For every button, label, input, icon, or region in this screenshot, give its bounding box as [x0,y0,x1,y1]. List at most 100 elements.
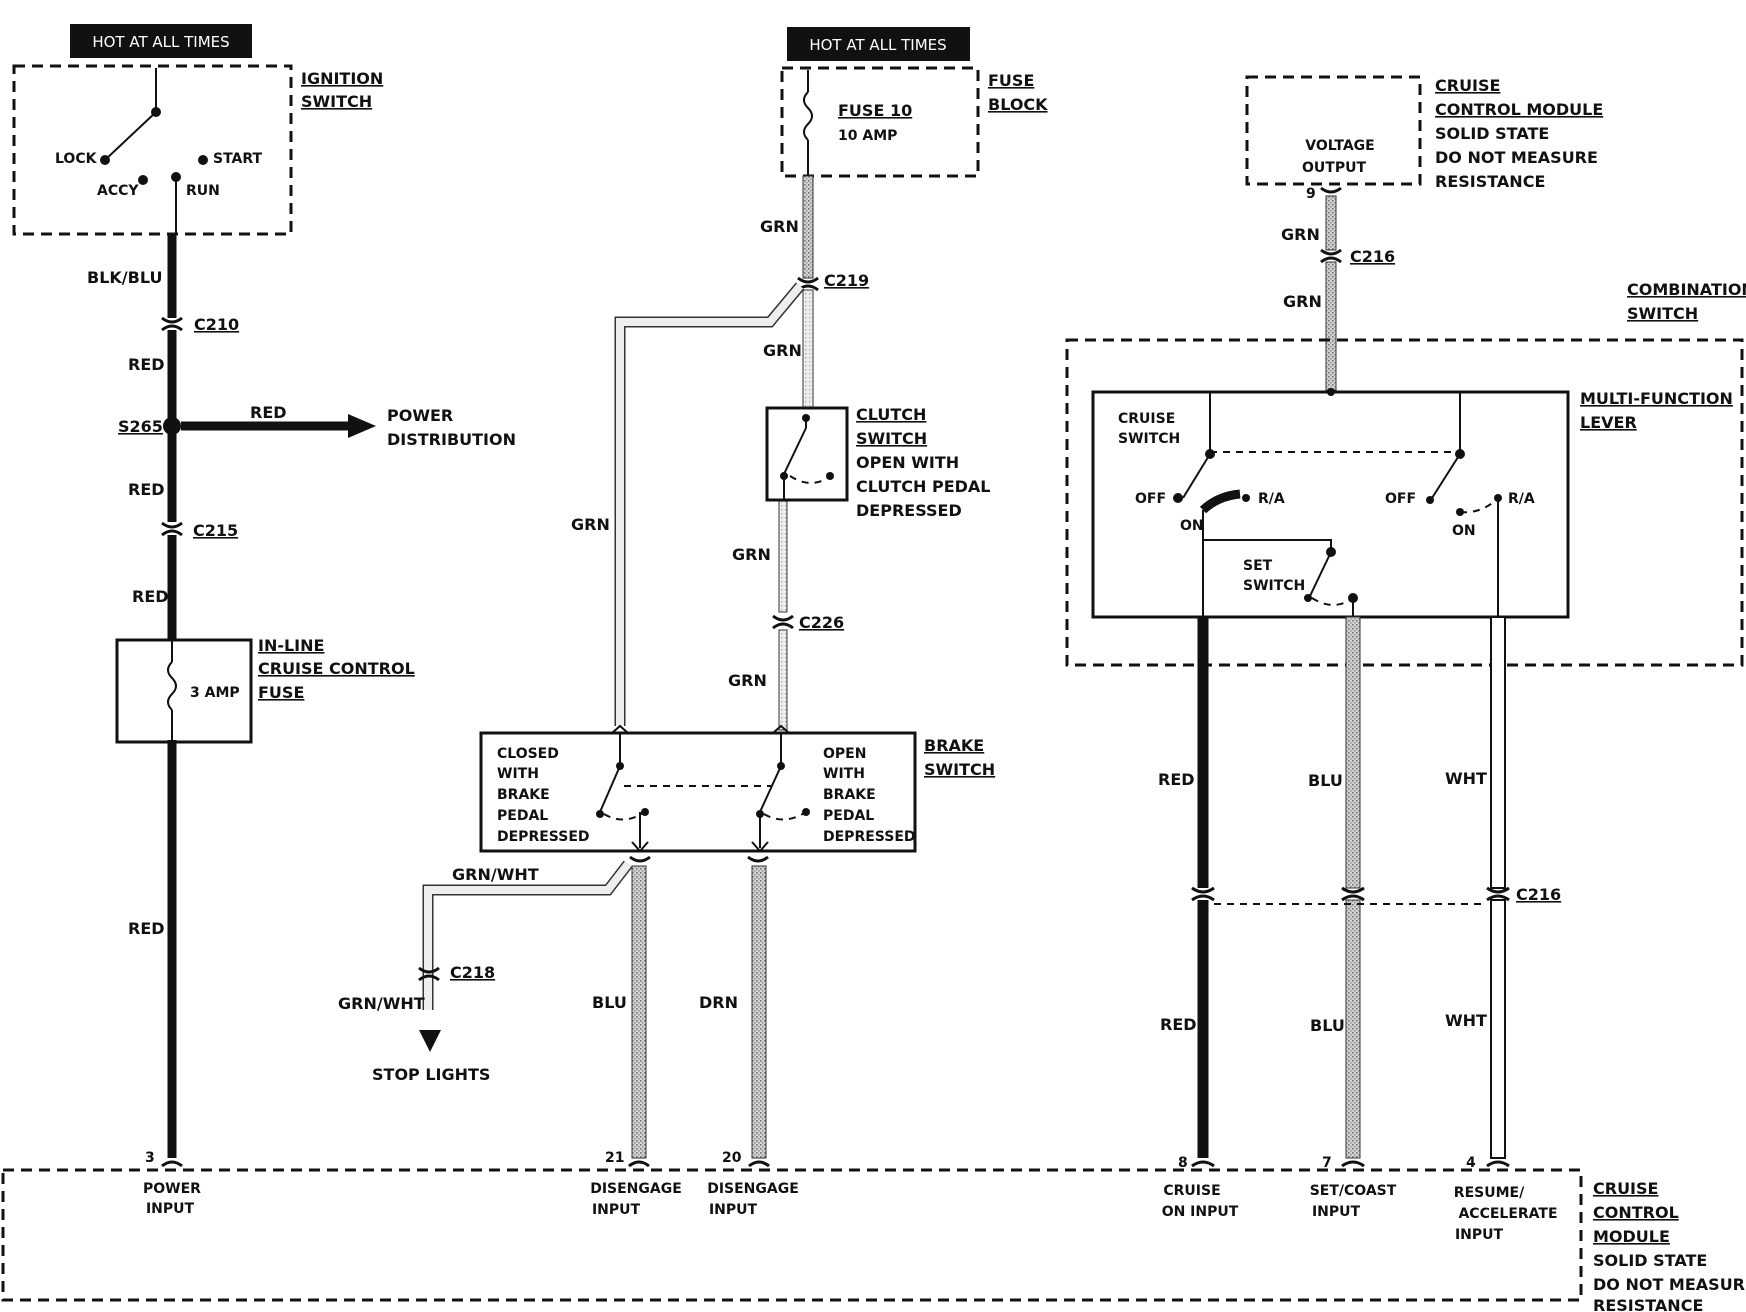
svg-text:HOT AT ALL TIMES: HOT AT ALL TIMES [809,36,946,54]
connector-c218: C218 [418,963,495,982]
ccm-bottom-label-1: CRUISE [1593,1179,1658,1198]
connector-brake-out [629,855,769,863]
wire-label-red-3: RED [132,587,169,606]
combination-label-2: SWITCH [1627,304,1698,323]
grn-wire-branch: GRN [571,282,805,726]
fuse-block: FUSE BLOCK FUSE 10 10 AMP [780,66,1048,178]
svg-text:C216: C216 [1350,247,1395,266]
ccm-top-label-4: DO NOT MEASURE [1435,148,1598,167]
ccm-top-label-3: SOLID STATE [1435,124,1549,143]
wire-label-wht-2: WHT [1445,1011,1487,1030]
pin-4-number: 4 [1466,1155,1476,1171]
svg-text:C215: C215 [193,521,238,540]
wire-label-grn-6: GRN [1281,225,1320,244]
cruise-switch-label-2: SWITCH [1118,431,1180,447]
wire-label-red-1: RED [128,355,165,374]
multi-function-label-2: LEVER [1580,413,1637,432]
connector-c226: C226 [772,613,844,632]
ignition-switch-label-2: SWITCH [301,92,372,111]
wire-label-red-4: RED [128,919,165,938]
fuse-block-label-2: BLOCK [988,95,1048,114]
clutch-label-1: CLUTCH [856,405,926,424]
run-label: RUN [186,183,220,199]
clutch-label-2: SWITCH [856,429,927,448]
stop-lights-label: STOP LIGHTS [372,1065,490,1084]
brake-switch-label-1: BRAKE [924,736,984,755]
inline-fuse-label-1: IN-LINE [258,636,324,655]
ccm-bottom-label-3: MODULE [1593,1227,1670,1246]
wire-label-blu-1: BLU [592,993,627,1012]
ccm-bottom-label-5: DO NOT MEASURE [1593,1275,1746,1294]
ccm-bottom-label-6: RESISTANCE [1593,1296,1703,1312]
inline-fuse-label-3: FUSE [258,683,304,702]
ccm-top-pin: 9 [1306,186,1316,202]
ccm-top-label-1: CRUISE [1435,76,1500,95]
wire-label-red-2: RED [128,480,165,499]
connector-c216-top: C216 [1320,247,1395,266]
svg-text:CLOSED: CLOSED [497,746,559,762]
ignition-switch: IGNITION SWITCH LOCK START ACCY RUN [12,64,383,236]
svg-text:C219: C219 [824,271,869,290]
voltage-label-2: OUTPUT [1302,160,1366,176]
svg-text:DEPRESSED: DEPRESSED [497,829,590,845]
svg-text:HOT AT ALL TIMES: HOT AT ALL TIMES [92,33,229,51]
pin-8-number: 8 [1178,1155,1188,1171]
svg-text:PEDAL: PEDAL [823,808,874,824]
fuse-block-label-1: FUSE [988,71,1034,90]
ccm-voltage-output: VOLTAGE OUTPUT 9 CRUISE CONTROL MODULE S… [1245,75,1603,202]
wire-label-grn-2: GRN [763,341,802,360]
grn-wire-right: GRN GRN [1281,186,1342,391]
ccm-top-label-2: CONTROL MODULE [1435,100,1603,119]
pin-4-label-2: ACCELERATE [1458,1206,1557,1222]
svg-text:C210: C210 [194,315,239,334]
wire-label-grn-5: GRN [728,671,767,690]
power-distribution-label-1: POWER [387,406,453,425]
svg-text:WITH: WITH [823,766,865,782]
wire-label-grn-1: GRN [760,217,799,236]
pin-4-label-1: RESUME/ [1454,1185,1525,1201]
off-label-2: OFF [1385,491,1416,507]
svg-text:BRAKE: BRAKE [497,787,550,803]
wire-label-drn: DRN [699,993,738,1012]
svg-text:C218: C218 [450,963,495,982]
wire-label-red-branch: RED [250,403,287,422]
pin-7-label-2: INPUT [1312,1204,1361,1220]
set-switch-label-2: SWITCH [1243,578,1305,594]
hot-at-all-times-left-badge: HOT AT ALL TIMES [70,24,252,58]
clutch-label-3: OPEN WITH [856,453,959,472]
connector-c216-bottom: C216 [1191,885,1561,905]
brake-switch: BRAKE SWITCH CLOSED WITH BRAKE PEDAL DEP… [479,724,995,853]
pin-3-label-1: POWER [143,1181,201,1197]
ignition-switch-label-1: IGNITION [301,69,383,88]
pin-8-label-1: CRUISE [1163,1183,1220,1199]
pin-8-label-2: ON INPUT [1162,1204,1239,1220]
pin-4-label-3: INPUT [1455,1227,1504,1243]
fuse-10-amp: 10 AMP [838,128,897,144]
svg-text:PEDAL: PEDAL [497,808,548,824]
wire-label-red-5: RED [1158,770,1195,789]
connector-c215: C215 [161,521,238,540]
combination-switch: COMBINATION SWITCH MULTI-FUNCTION LEVER … [1065,280,1746,667]
svg-text:C226: C226 [799,613,844,632]
svg-text:DEPRESSED: DEPRESSED [823,829,916,845]
fuse-10-label: FUSE 10 [838,101,912,120]
on-label-2: ON [1452,523,1476,539]
combination-label-1: COMBINATION [1627,280,1746,299]
lock-label: LOCK [55,151,98,167]
combination-out-wires: RED RED BLU BLU WHT WHT [1158,616,1506,1159]
start-label: START [213,151,263,167]
pin-7-number: 7 [1322,1155,1332,1171]
ra-label-1: R/A [1258,491,1285,507]
wire-label-grn-7: GRN [1283,292,1322,311]
svg-text:S265: S265 [118,417,163,436]
pin-3-number: 3 [145,1150,155,1166]
wire-label-blu-2: BLU [1308,771,1343,790]
hot-at-all-times-mid-badge: HOT AT ALL TIMES [787,27,970,61]
cruise-control-module: CRUISE CONTROL MODULE SOLID STATE DO NOT… [1,1150,1746,1312]
ccm-top-label-5: RESISTANCE [1435,172,1545,191]
pin-7-label-1: SET/COAST [1310,1183,1397,1199]
power-distribution-label-2: DISTRIBUTION [387,430,516,449]
set-switch-label-1: SET [1243,558,1273,574]
inline-cruise-fuse: 3 AMP IN-LINE CRUISE CONTROL FUSE [115,636,415,744]
